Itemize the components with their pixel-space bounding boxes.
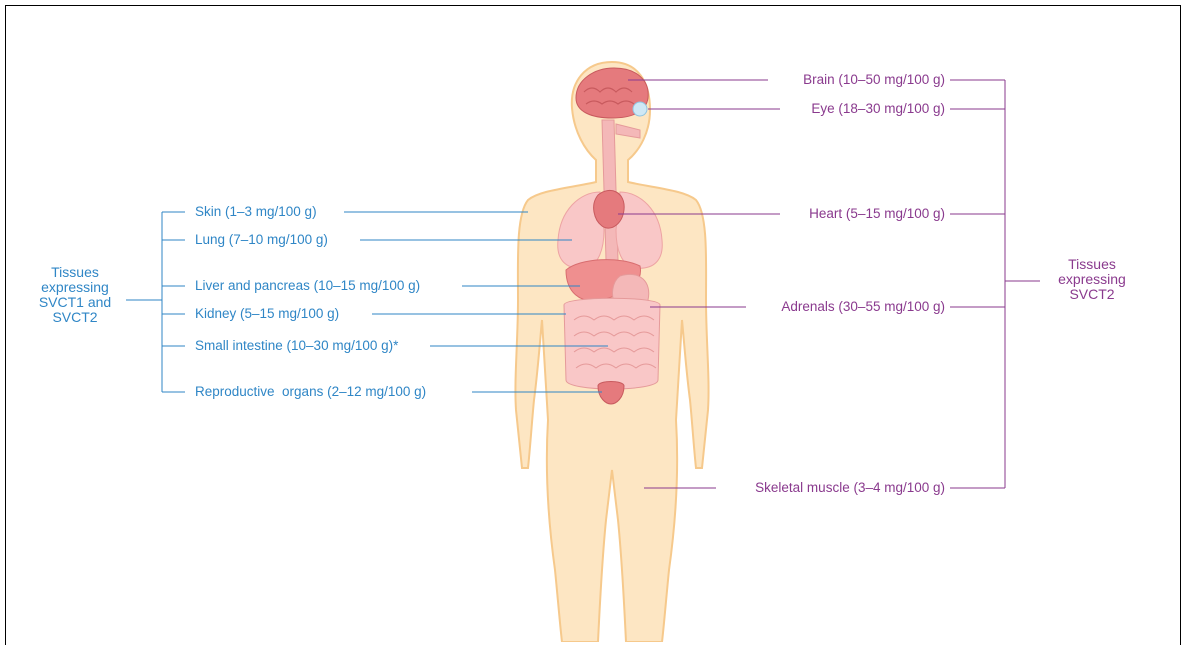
label-reproductive-organs: Reproductive organs (2–12 mg/100 g) bbox=[195, 384, 426, 400]
label-heart: Heart (5–15 mg/100 g) bbox=[809, 206, 945, 222]
label-lung: Lung (7–10 mg/100 g) bbox=[195, 232, 328, 248]
label-skin: Skin (1–3 mg/100 g) bbox=[195, 204, 317, 220]
intestines-organ bbox=[564, 298, 660, 389]
label-small-intestine: Small intestine (10–30 mg/100 g)* bbox=[195, 338, 398, 354]
right-group-title-line: Tissues bbox=[1042, 257, 1142, 272]
label-liver-pancreas: Liver and pancreas (10–15 mg/100 g) bbox=[195, 278, 420, 294]
right-group-title-line: SVCT2 bbox=[1042, 287, 1142, 302]
left-group-title: Tissues expressing SVCT1 and SVCT2 bbox=[20, 265, 130, 325]
label-eye: Eye (18–30 mg/100 g) bbox=[811, 101, 945, 117]
left-group-title-line: expressing bbox=[20, 280, 130, 295]
left-group-title-line: Tissues bbox=[20, 265, 130, 280]
label-adrenals: Adrenals (30–55 mg/100 g) bbox=[781, 299, 945, 315]
right-group-title-line: expressing bbox=[1042, 272, 1142, 287]
label-kidney: Kidney (5–15 mg/100 g) bbox=[195, 306, 339, 322]
label-brain: Brain (10–50 mg/100 g) bbox=[803, 72, 945, 88]
eye-organ bbox=[633, 102, 647, 116]
label-skeletal-muscle: Skeletal muscle (3–4 mg/100 g) bbox=[755, 480, 945, 496]
left-group-title-line: SVCT2 bbox=[20, 310, 130, 325]
left-group-title-line: SVCT1 and bbox=[20, 295, 130, 310]
heart-organ bbox=[594, 190, 625, 228]
right-group-title: Tissues expressing SVCT2 bbox=[1042, 257, 1142, 302]
